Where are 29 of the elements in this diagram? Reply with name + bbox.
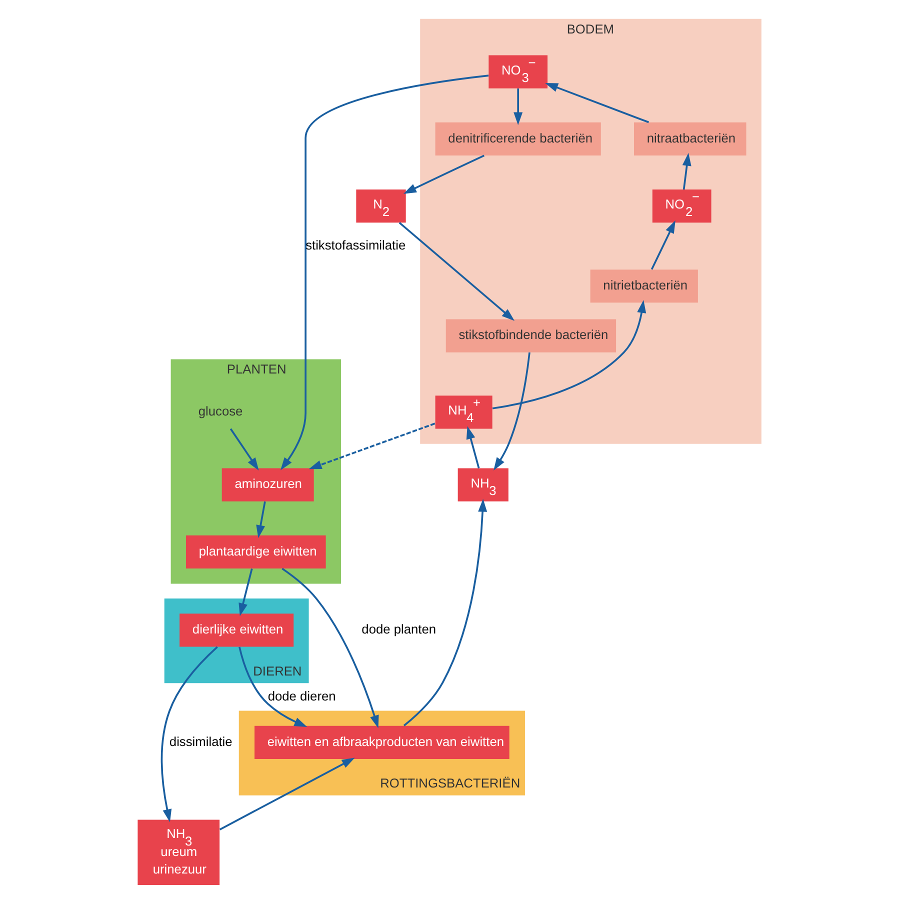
edge-label: dissimilatie [168, 734, 232, 749]
node-box: nitrietbacteriën [590, 270, 698, 303]
node-box: denitrificerende bacteriën [434, 122, 600, 156]
node-box: stikstofbindende bacteriën [445, 319, 616, 352]
node-box: dierlijke eiwitten [179, 614, 294, 647]
arrow [466, 426, 480, 468]
arrow [513, 88, 522, 126]
arrow [682, 152, 691, 190]
arrow [281, 568, 378, 728]
node-box: eiwitten en afbraakproducten van eiwitten [254, 726, 509, 759]
arrow [280, 74, 488, 470]
edge-label: dode planten [361, 622, 436, 637]
arrow [398, 222, 514, 321]
arrow [492, 300, 646, 410]
node-text: glucose [198, 404, 242, 419]
arrow [402, 498, 487, 726]
node-box: aminozuren [221, 468, 314, 502]
arrow [160, 646, 218, 822]
arrow [229, 428, 258, 471]
arrow [650, 220, 675, 270]
node-box: plantaardige eiwitten [185, 535, 326, 569]
arrow [493, 352, 530, 470]
arrow [256, 501, 266, 538]
arrow [218, 758, 354, 830]
edge-label: dode dieren [267, 688, 336, 704]
arrow [238, 646, 307, 727]
arrow [402, 154, 484, 194]
node-box: nitraatbacteriën [634, 122, 746, 156]
arrow [544, 82, 649, 124]
